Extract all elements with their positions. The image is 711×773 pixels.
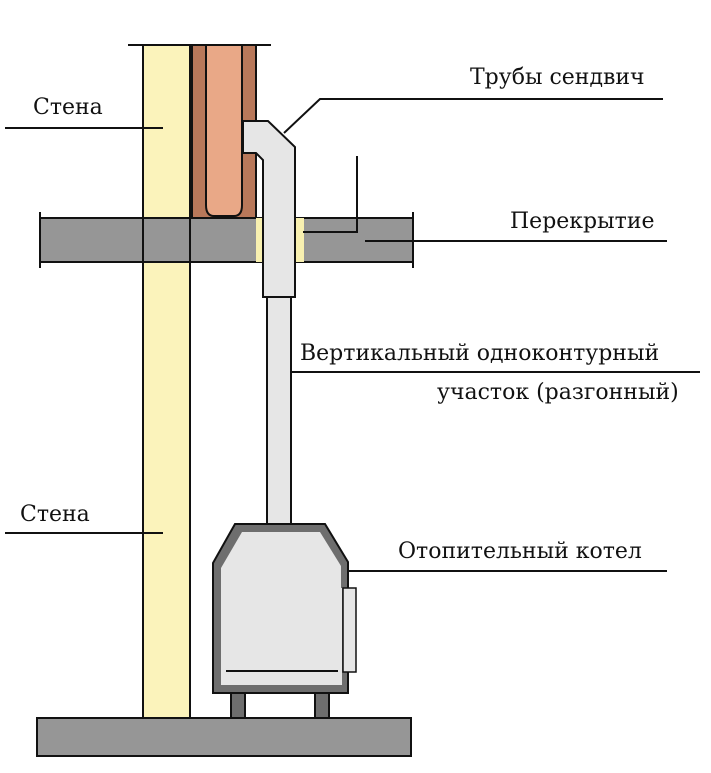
boiler-body — [221, 532, 342, 685]
label-wall-bottom: Стена — [20, 502, 90, 527]
label-vertical-section-2: участок (разгонный) — [437, 380, 679, 405]
chimney-core — [205, 44, 243, 217]
label-wall-top: Стена — [33, 95, 103, 120]
boiler-leg-right — [314, 692, 330, 719]
leader-sandwich — [283, 98, 663, 134]
wall — [142, 44, 191, 719]
boiler-door — [342, 587, 357, 673]
floor-slab — [39, 217, 414, 263]
floor-base — [36, 717, 412, 757]
label-vertical-section-1: Вертикальный одноконтурный — [300, 341, 660, 366]
sandwich-pipe — [242, 120, 296, 298]
insulation-right — [296, 218, 304, 262]
label-floor-slab: Перекрытие — [510, 209, 655, 234]
leader-slab-bracket — [303, 156, 358, 233]
label-boiler: Отопительный котел — [398, 539, 642, 564]
insulation-left — [256, 218, 264, 262]
vertical-pipe — [266, 296, 292, 528]
boiler-leg-left — [230, 692, 246, 719]
label-sandwich-pipes: Трубы сендвич — [470, 65, 645, 90]
